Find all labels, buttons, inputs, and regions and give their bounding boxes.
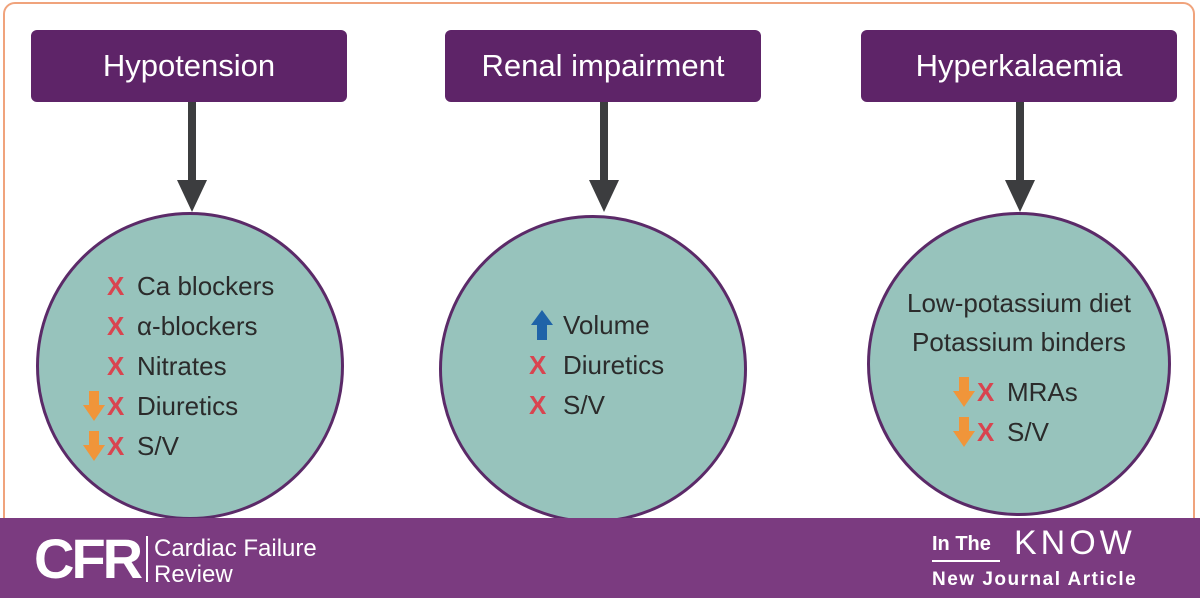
note-line: Potassium binders <box>912 327 1126 357</box>
cross-icon: X <box>977 416 995 447</box>
down-arrow-icon <box>953 417 975 447</box>
list-item: X Ca blockers <box>107 270 275 301</box>
column-renal-impairment: Renal impairment Volume X Diuretics X <box>425 4 761 564</box>
column-hyperkalaemia: Hyperkalaemia Low-potassium diet Potassi… <box>847 4 1177 564</box>
list-item: X Diuretics <box>81 386 274 426</box>
list-item: X S/V <box>951 412 1078 452</box>
badge-know: KNOW <box>1014 524 1136 562</box>
diagram-frame: Hypotension X Ca blockers X α-blockers X… <box>3 2 1195 562</box>
circle-hyperkalaemia <box>867 212 1171 516</box>
list-renal-impairment: Volume X Diuretics X S/V <box>529 305 664 425</box>
down-arrow-icon <box>83 431 105 461</box>
list-item: X S/V <box>529 389 605 420</box>
list-hypotension: X Ca blockers X α-blockers X Nitrates X … <box>81 266 274 466</box>
cfr-logo: CFR Cardiac Failure Review <box>34 527 317 590</box>
cross-icon: X <box>107 390 125 421</box>
list-hyperkalaemia: X MRAs X S/V <box>951 372 1078 452</box>
circle-hypotension <box>36 212 344 520</box>
list-item: X α-blockers <box>107 310 258 341</box>
list-item: X S/V <box>81 426 274 466</box>
column-hypotension: Hypotension X Ca blockers X α-blockers X… <box>5 4 347 564</box>
logo-divider <box>146 536 148 582</box>
cross-icon: X <box>107 310 125 341</box>
hyperkalaemia-notes: Low-potassium diet Potassium binders <box>867 284 1171 362</box>
cross-icon: X <box>107 350 125 381</box>
header-hypotension: Hypotension <box>31 30 347 102</box>
cross-icon: X <box>107 430 125 461</box>
header-title: Renal impairment <box>481 48 725 83</box>
header-renal-impairment: Renal impairment <box>445 30 761 102</box>
badge-sub: New Journal Article <box>932 569 1137 590</box>
list-item: X Diuretics <box>529 349 665 380</box>
cross-icon: X <box>107 270 125 301</box>
logo-line2: Review <box>154 561 233 588</box>
circle-renal-impairment <box>439 215 747 523</box>
header-title: Hyperkalaemia <box>915 48 1123 83</box>
list-item: X MRAs <box>951 372 1078 412</box>
header-title: Hypotension <box>102 48 276 83</box>
cross-icon: X <box>977 376 995 407</box>
footer-band <box>0 518 1200 598</box>
down-arrow-icon <box>953 377 975 407</box>
down-arrow-connector <box>589 102 619 212</box>
note-line: Low-potassium diet <box>907 288 1131 318</box>
logo-abbrev: CFR <box>34 527 143 590</box>
down-arrow-connector <box>177 102 207 212</box>
logo-line1: Cardiac Failure <box>154 535 317 562</box>
header-hyperkalaemia: Hyperkalaemia <box>861 30 1177 102</box>
down-arrow-icon <box>83 391 105 421</box>
cross-icon: X <box>529 349 547 380</box>
badge-underline <box>932 560 1000 562</box>
cross-icon: X <box>529 389 547 420</box>
list-item: Volume <box>529 305 664 345</box>
list-item: X Nitrates <box>107 350 227 381</box>
in-the-know-badge: In The KNOW New Journal Article <box>932 524 1137 590</box>
up-arrow-icon <box>531 310 553 340</box>
badge-in-the: In The <box>932 533 991 555</box>
down-arrow-connector <box>1005 102 1035 212</box>
